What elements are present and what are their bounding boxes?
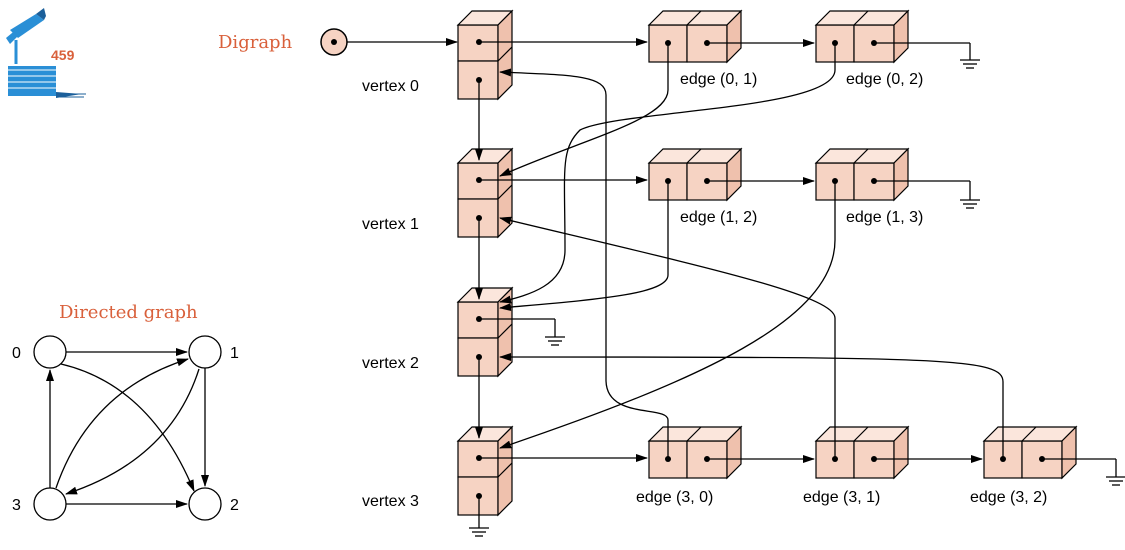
edge-3-1-node: [814, 425, 910, 480]
digraph-label: Digraph: [218, 32, 293, 53]
vertex-1-label: vertex 1: [362, 216, 419, 233]
edge-3-2-label: edge (3, 2): [970, 489, 1047, 506]
book-page-icon: [6, 8, 86, 98]
graph-node-0-label: 0: [12, 345, 21, 362]
vertex-1-node: [456, 147, 514, 239]
edge-3-0-node: [647, 425, 743, 480]
edge-0-2-node: [814, 9, 910, 64]
graph-node-2: [188, 487, 222, 521]
vertex-3-label: vertex 3: [362, 493, 419, 510]
edge-0-2-label: edge (0, 2): [846, 71, 923, 88]
graph-node-1-label: 1: [230, 345, 239, 362]
edge-3-0-label: edge (3, 0): [636, 489, 713, 506]
edge-1-3-label: edge (1, 3): [846, 209, 923, 226]
small-graph-nodes: [33, 335, 222, 521]
small-graph-title: Directed graph: [59, 302, 198, 323]
edge-1-2-label: edge (1, 2): [680, 209, 757, 226]
vertex-0-label: vertex 0: [362, 78, 419, 95]
null-ground-symbols: [469, 59, 1125, 537]
digraph-head-pointer: [320, 28, 458, 56]
page-number: 459: [51, 47, 75, 63]
pointer-arrows: [475, 38, 1117, 528]
edge-1-2-node: [647, 147, 743, 202]
edge-1-3-node: [814, 147, 910, 202]
vertex-3-node: [456, 425, 514, 517]
graph-node-1: [188, 335, 222, 369]
graph-node-3-label: 3: [12, 497, 21, 514]
edge-3-2-node: [982, 425, 1078, 480]
edge-0-1-node: [647, 9, 743, 64]
vertex-2-label: vertex 2: [362, 355, 419, 372]
edge-0-1-label: edge (0, 1): [680, 71, 757, 88]
small-graph-edges: [46, 348, 209, 508]
vertex-0-node: [456, 9, 514, 101]
graph-node-3: [33, 487, 67, 521]
edge-3-1-label: edge (3, 1): [803, 489, 880, 506]
graph-node-0: [33, 335, 67, 369]
graph-node-2-label: 2: [230, 497, 239, 514]
